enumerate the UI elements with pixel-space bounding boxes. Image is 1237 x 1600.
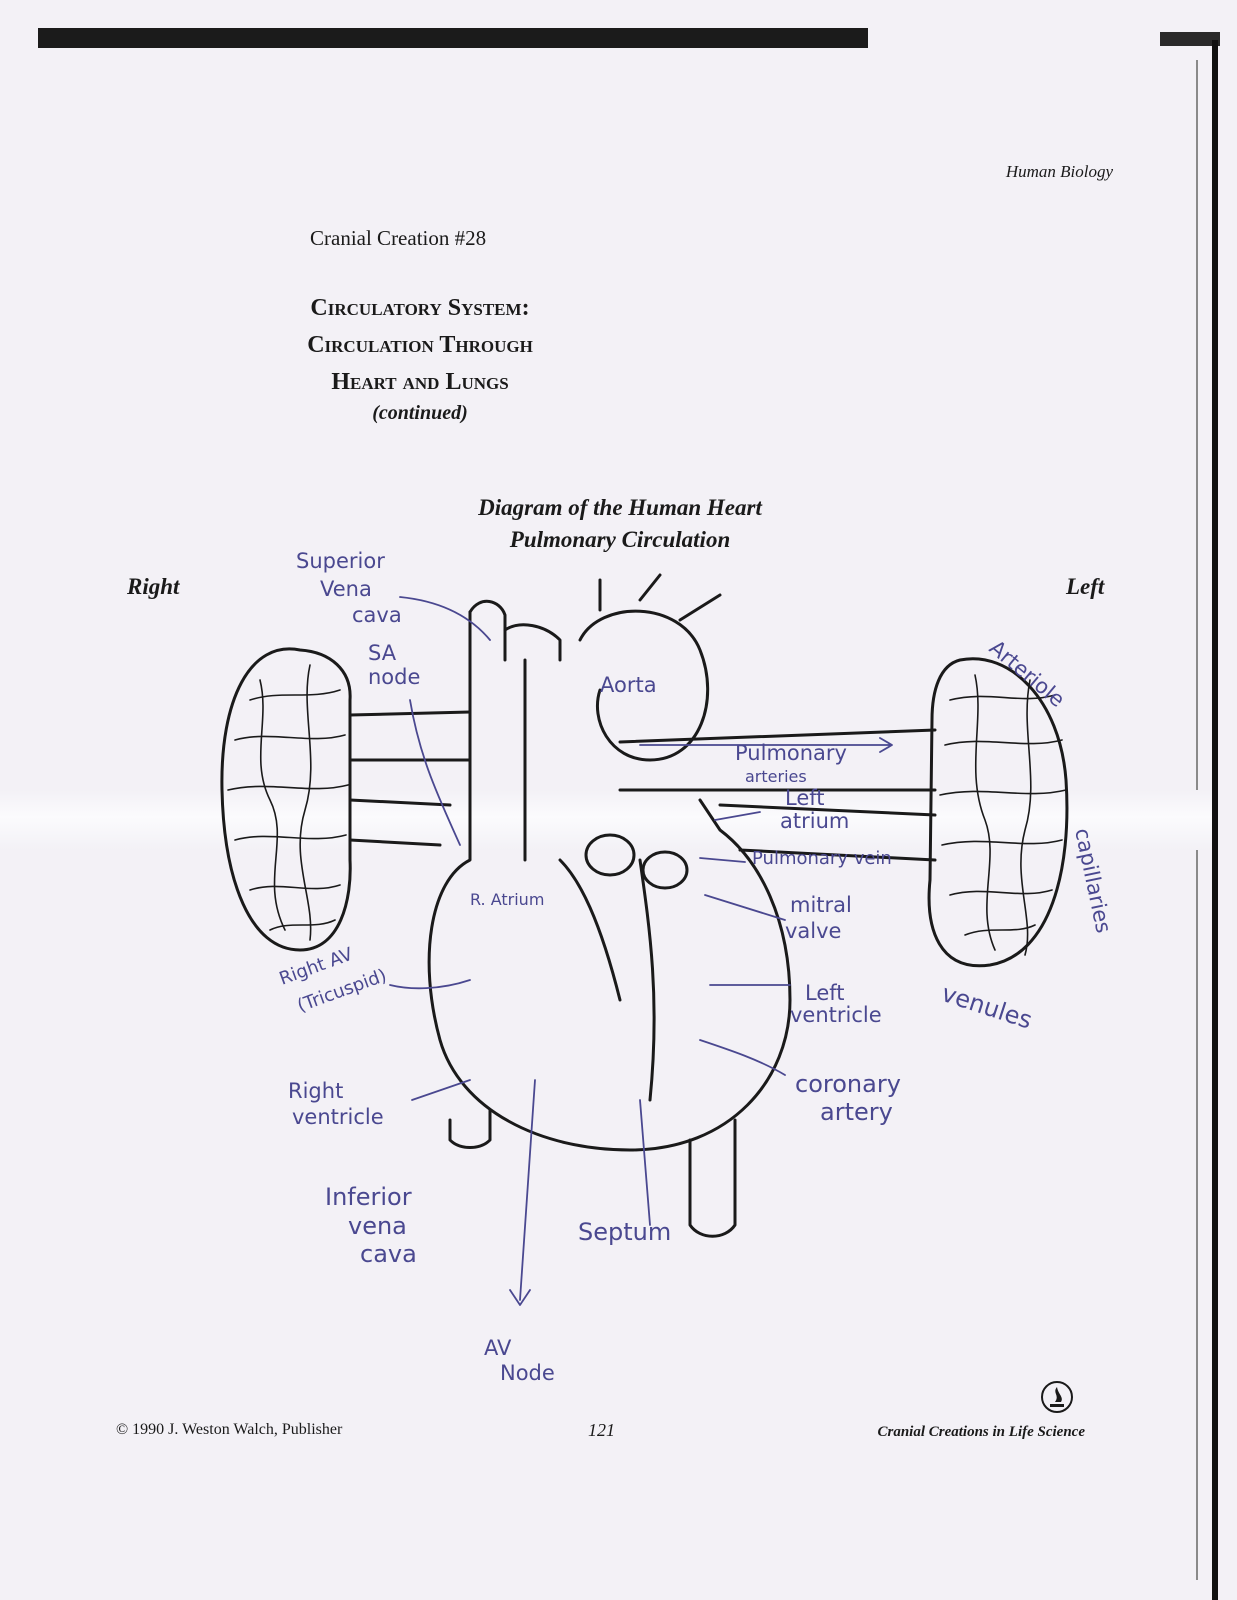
label-left-atrium-1: Left	[785, 786, 825, 810]
label-superior-vena-cava-3: cava	[352, 603, 402, 627]
label-capillaries: capillaries	[1070, 826, 1116, 935]
page-right-edge	[1212, 40, 1218, 1600]
worksheet-title: Circulatory System: Circulation Through …	[220, 290, 620, 401]
label-inferior-vena-cava-1: Inferior	[325, 1183, 412, 1211]
right-lung	[220, 647, 352, 952]
label-av-node-2: Node	[500, 1361, 555, 1385]
top-border-bar	[38, 28, 868, 48]
label-mitral-valve-1: mitral	[790, 893, 852, 917]
label-left-atrium-2: atrium	[780, 809, 849, 833]
footer-copyright: © 1990 J. Weston Walch, Publisher	[116, 1421, 343, 1438]
pen-leader-lines	[389, 596, 893, 1306]
label-left-ventricle-2: ventricle	[790, 1003, 882, 1027]
diagram-title: Diagram of the Human Heart Pulmonary Cir…	[420, 492, 820, 556]
label-right-ventricle-2: ventricle	[292, 1105, 384, 1129]
running-head: Human Biology	[1005, 162, 1113, 181]
footer-series-title: Cranial Creations in Life Science	[877, 1424, 1085, 1440]
label-sa-node-1: SA	[368, 641, 397, 665]
label-aorta: Aorta	[600, 673, 657, 697]
continued-note: (continued)	[372, 402, 468, 424]
label-inferior-vena-cava-3: cava	[360, 1240, 417, 1268]
label-r-atrium: R. Atrium	[470, 890, 544, 909]
label-superior-vena-cava-1: Superior	[296, 549, 385, 573]
label-coronary-artery-1: coronary	[795, 1070, 901, 1098]
heart	[427, 573, 792, 1238]
label-superior-vena-cava-2: Vena	[320, 577, 372, 601]
side-label-left: Left	[1066, 574, 1105, 599]
label-left-ventricle-1: Left	[805, 981, 845, 1005]
creation-number: Cranial Creation #28	[310, 226, 487, 250]
side-label-right: Right	[127, 574, 180, 599]
label-venules: venules	[938, 979, 1035, 1034]
label-inferior-vena-cava-2: vena	[348, 1212, 407, 1240]
label-right-ventricle-1: Right	[288, 1079, 343, 1103]
diagram-title-line-2: Pulmonary Circulation	[509, 527, 731, 552]
label-pulmonary-vein: Pulmonary vein	[752, 848, 892, 869]
left-lung	[927, 657, 1069, 968]
label-sa-node-2: node	[368, 665, 420, 689]
top-border-bar-right	[1160, 32, 1220, 46]
paper-fold	[0, 790, 1212, 850]
title-line-1: Circulatory System:	[310, 295, 530, 321]
pulmonary-vessels	[348, 710, 937, 862]
label-septum: Septum	[578, 1218, 671, 1246]
handwritten-labels: Superior Vena cava SA node Aorta Pulmona…	[277, 549, 1116, 1385]
label-mitral-valve-2: valve	[785, 919, 841, 943]
label-pulmonary-2: arteries	[745, 767, 807, 786]
page-number: 121	[588, 1420, 615, 1440]
label-coronary-artery-2: artery	[820, 1098, 893, 1126]
diagram-title-line-1: Diagram of the Human Heart	[478, 495, 762, 520]
title-line-3: Heart and Lungs	[331, 369, 509, 395]
publisher-logo-icon	[1041, 1381, 1073, 1413]
label-av-node-1: AV	[484, 1336, 512, 1360]
title-line-2: Circulation Through	[307, 332, 533, 358]
